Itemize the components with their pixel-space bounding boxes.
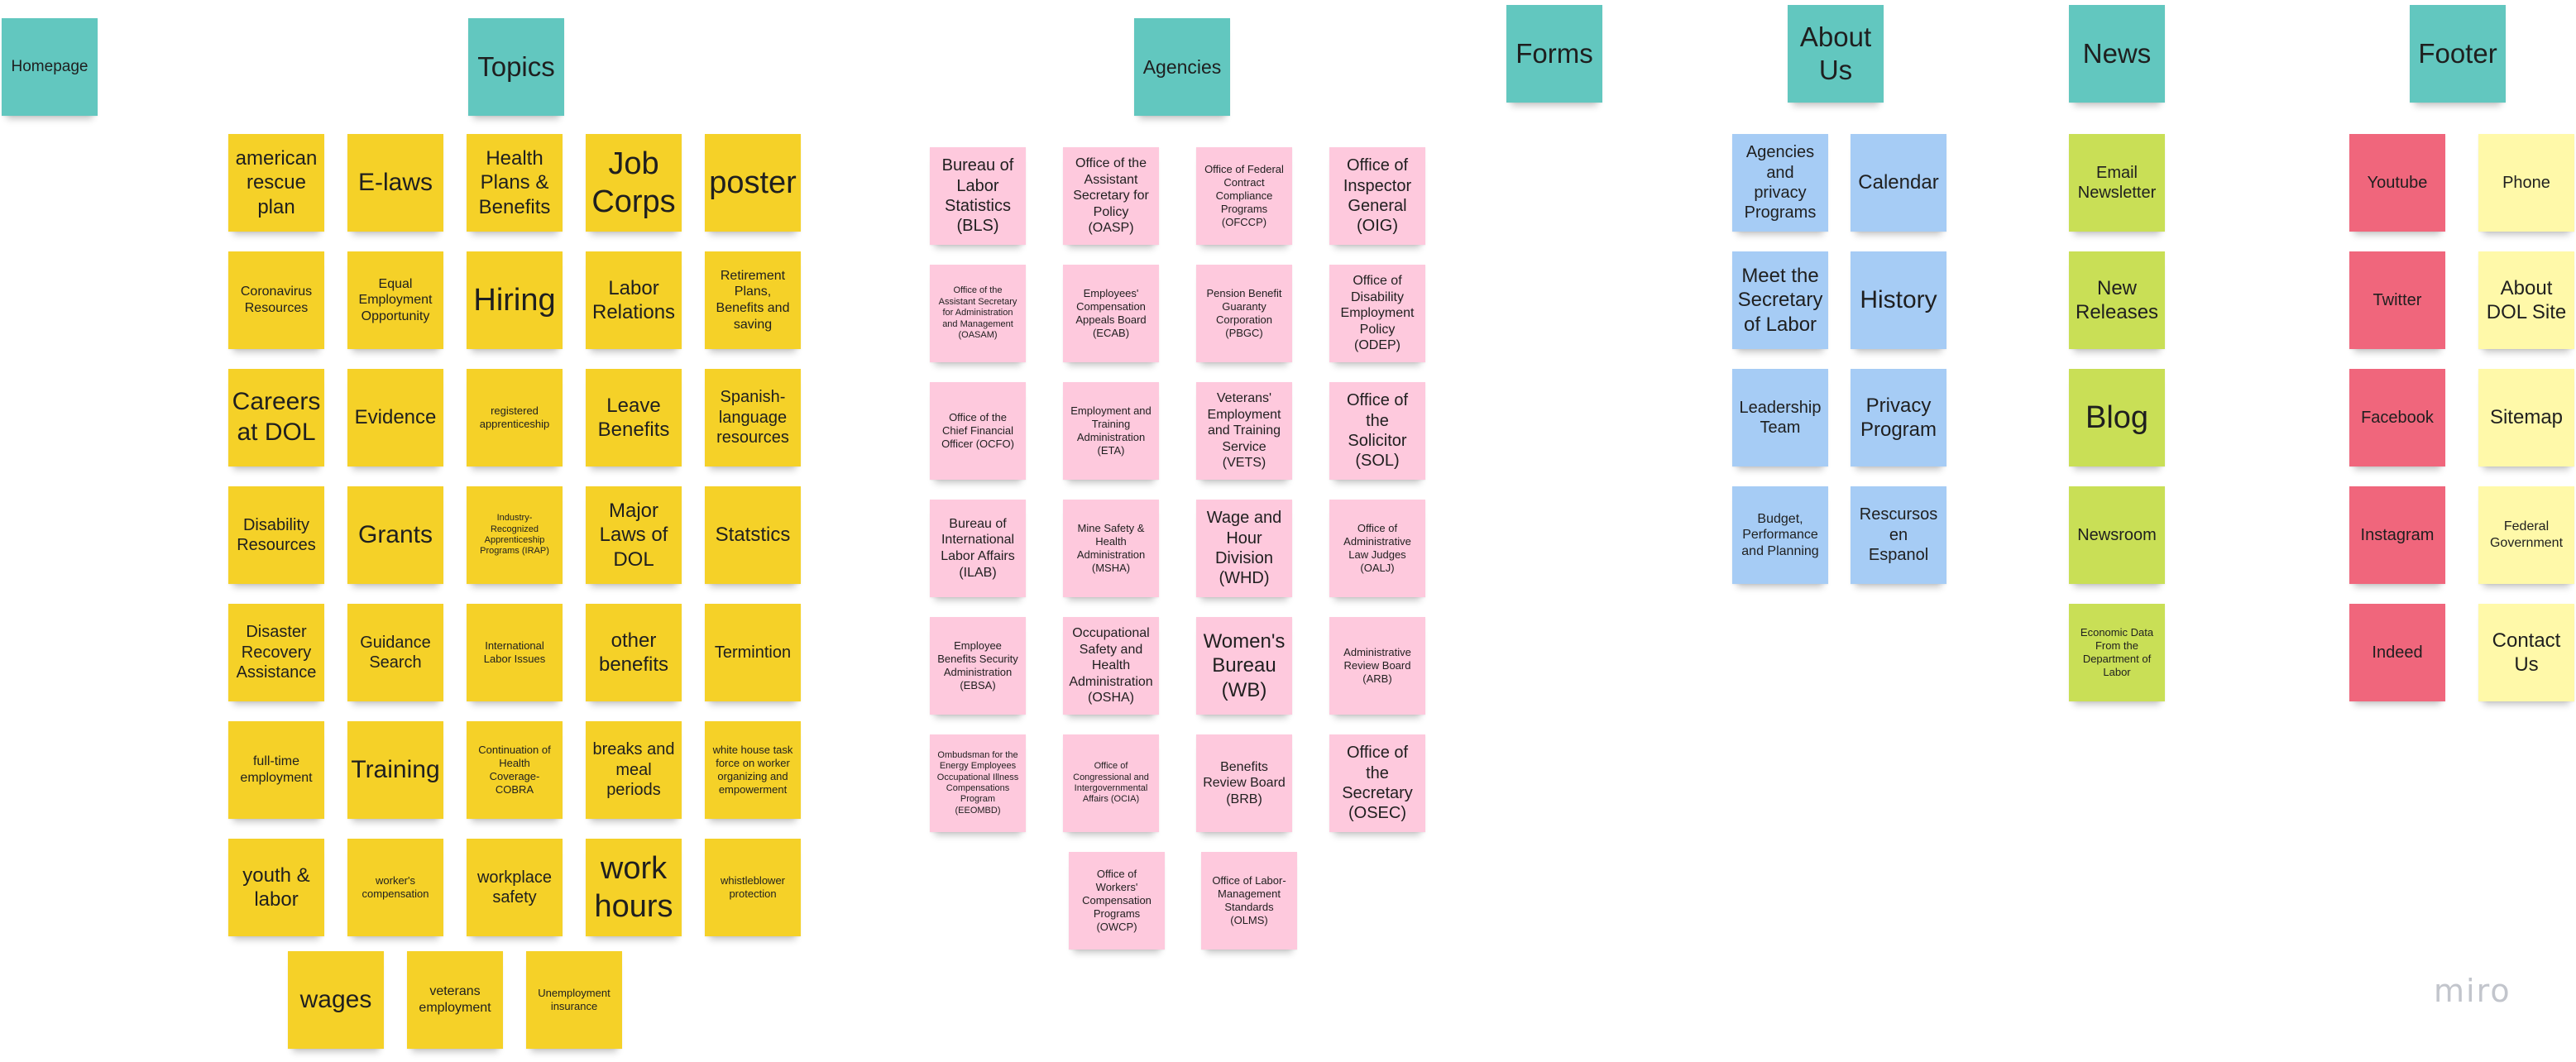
agency-note[interactable]: Ombudsman for the Energy Employees Occup… [930, 734, 1026, 832]
footer-social-note[interactable]: Youtube [2349, 134, 2445, 232]
news-note[interactable]: Economic Data From the Department of Lab… [2069, 604, 2165, 701]
agency-note[interactable]: Employees' Compensation Appeals Board (E… [1063, 265, 1159, 362]
topic-note[interactable]: Industry-Recognized Apprenticeship Progr… [467, 486, 563, 584]
topic-note[interactable]: full-time employment [228, 721, 324, 819]
topic-note[interactable]: Labor Relations [586, 251, 682, 349]
topic-note[interactable]: Guidance Search [347, 604, 443, 701]
about-us-note[interactable]: Calendar [1851, 134, 1946, 232]
about-us-note[interactable]: Rescursos en Espanol [1851, 486, 1946, 584]
agency-note[interactable]: Pension Benefit Guaranty Corporation (PB… [1196, 265, 1292, 362]
agency-note[interactable]: Benefits Review Board (BRB) [1196, 734, 1292, 832]
topic-note[interactable]: Leave Benefits [586, 369, 682, 466]
topic-note[interactable]: poster [705, 134, 801, 232]
footer-social-note[interactable]: Indeed [2349, 604, 2445, 701]
topic-note[interactable]: Evidence [347, 369, 443, 466]
topic-note[interactable]: youth & labor [228, 839, 324, 936]
news-header-note[interactable]: News [2069, 5, 2165, 103]
agency-note[interactable]: Office of Administrative Law Judges (OAL… [1329, 500, 1425, 597]
news-note[interactable]: Blog [2069, 369, 2165, 466]
agency-note[interactable]: Wage and Hour Division (WHD) [1196, 500, 1292, 597]
topic-note[interactable]: Unemployment insurance [526, 951, 622, 1049]
agency-note[interactable]: Administrative Review Board (ARB) [1329, 617, 1425, 715]
agency-note[interactable]: Office of Workers' Compensation Programs… [1069, 852, 1165, 950]
agency-note[interactable]: Women's Bureau (WB) [1196, 617, 1292, 715]
topics-header-note[interactable]: Topics [468, 18, 564, 116]
about-us-note[interactable]: Privacy Program [1851, 369, 1946, 466]
homepage-header-note[interactable]: Homepage [2, 18, 98, 116]
topic-note[interactable]: worker's compensation [347, 839, 443, 936]
topic-note[interactable]: veterans employment [407, 951, 503, 1049]
agency-note[interactable]: Bureau of International Labor Affairs (I… [930, 500, 1026, 597]
footer-link-note[interactable]: Phone [2478, 134, 2574, 232]
news-note[interactable]: New Releases [2069, 251, 2165, 349]
topic-note[interactable]: wages [288, 951, 384, 1049]
footer-link-note[interactable]: Sitemap [2478, 369, 2574, 466]
topic-note[interactable]: Job Corps [586, 134, 682, 232]
topic-note[interactable]: Termintion [705, 604, 801, 701]
footer-social-note[interactable]: Twitter [2349, 251, 2445, 349]
agency-note[interactable]: Office of the Assistant Secretary for Po… [1063, 147, 1159, 245]
topic-note[interactable]: Major Laws of DOL [586, 486, 682, 584]
agency-note[interactable]: Office of the Secretary (OSEC) [1329, 734, 1425, 832]
agency-note[interactable]: Employment and Training Administration (… [1063, 382, 1159, 480]
topic-note[interactable]: breaks and meal periods [586, 721, 682, 819]
topic-note[interactable]: Disaster Recovery Assistance [228, 604, 324, 701]
footer-social-note[interactable]: Instagram [2349, 486, 2445, 584]
topic-note[interactable]: Continuation of Health Coverage-COBRA [467, 721, 563, 819]
about-us-note[interactable]: Meet the Secretary of Labor [1732, 251, 1828, 349]
agencies-header-note[interactable]: Agencies [1134, 18, 1230, 116]
news-note[interactable]: Email Newsletter [2069, 134, 2165, 232]
topic-note[interactable]: Hiring [467, 251, 563, 349]
topic-note[interactable]: International Labor Issues [467, 604, 563, 701]
topic-note[interactable]: white house task force on worker organiz… [705, 721, 801, 819]
about-us-note[interactable]: Agencies and privacy Programs [1732, 134, 1828, 232]
footer-header-note[interactable]: Footer [2410, 5, 2506, 103]
agency-note[interactable]: Employee Benefits Security Administratio… [930, 617, 1026, 715]
about-us-note[interactable]: History [1851, 251, 1946, 349]
topic-note[interactable]: Grants [347, 486, 443, 584]
agency-note[interactable]: Office of Labor-Management Standards (OL… [1201, 852, 1297, 950]
agency-note[interactable]: Occupational Safety and Health Administr… [1063, 617, 1159, 715]
topic-note[interactable]: Health Plans & Benefits [467, 134, 563, 232]
topic-note[interactable]: whistleblower protection [705, 839, 801, 936]
agency-note[interactable]: Office of the Assistant Secretary for Ad… [930, 265, 1026, 362]
agency-note[interactable]: Office of Congressional and Intergovernm… [1063, 734, 1159, 832]
topic-note[interactable]: E-laws [347, 134, 443, 232]
footer-link-note[interactable]: Contact Us [2478, 604, 2574, 701]
agency-note[interactable]: Bureau of Labor Statistics (BLS) [930, 147, 1026, 245]
topic-note[interactable]: Retirement Plans, Benefits and saving [705, 251, 801, 349]
topic-note[interactable]: Statstics [705, 486, 801, 584]
about-us-note[interactable]: Budget, Performance and Planning [1732, 486, 1828, 584]
agency-note[interactable]: Office of Inspector General (OIG) [1329, 147, 1425, 245]
topic-note[interactable]: work hours [586, 839, 682, 936]
topic-note[interactable]: other benefits [586, 604, 682, 701]
about-us-note[interactable]: Leadership Team [1732, 369, 1828, 466]
forms-header-note[interactable]: Forms [1506, 5, 1602, 103]
topic-note[interactable]: Careers at DOL [228, 369, 324, 466]
footer-social-note[interactable]: Facebook [2349, 369, 2445, 466]
agency-note[interactable]: Office of Disability Employment Policy (… [1329, 265, 1425, 362]
agency-note[interactable]: Office of the Chief Financial Officer (O… [930, 382, 1026, 480]
agency-note[interactable]: Veterans' Employment and Training Servic… [1196, 382, 1292, 480]
topic-note[interactable]: american rescue plan [228, 134, 324, 232]
agency-note[interactable]: Office of Federal Contract Compliance Pr… [1196, 147, 1292, 245]
footer-link-note[interactable]: Federal Government [2478, 486, 2574, 584]
news-note[interactable]: Newsroom [2069, 486, 2165, 584]
miro-watermark-logo: miro [2434, 973, 2511, 1009]
topic-note[interactable]: Disability Resources [228, 486, 324, 584]
footer-link-note[interactable]: About DOL Site [2478, 251, 2574, 349]
topic-note[interactable]: registered apprenticeship [467, 369, 563, 466]
topic-note[interactable]: Spanish-language resources [705, 369, 801, 466]
topic-note[interactable]: Equal Employment Opportunity [347, 251, 443, 349]
topic-note[interactable]: Coronavirus Resources [228, 251, 324, 349]
agency-note[interactable]: Mine Safety & Health Administration (MSH… [1063, 500, 1159, 597]
topic-note[interactable]: Training [347, 721, 443, 819]
about-us-header-note[interactable]: About Us [1788, 5, 1884, 103]
agency-note[interactable]: Office of the Solicitor (SOL) [1329, 382, 1425, 480]
topic-note[interactable]: workplace safety [467, 839, 563, 936]
